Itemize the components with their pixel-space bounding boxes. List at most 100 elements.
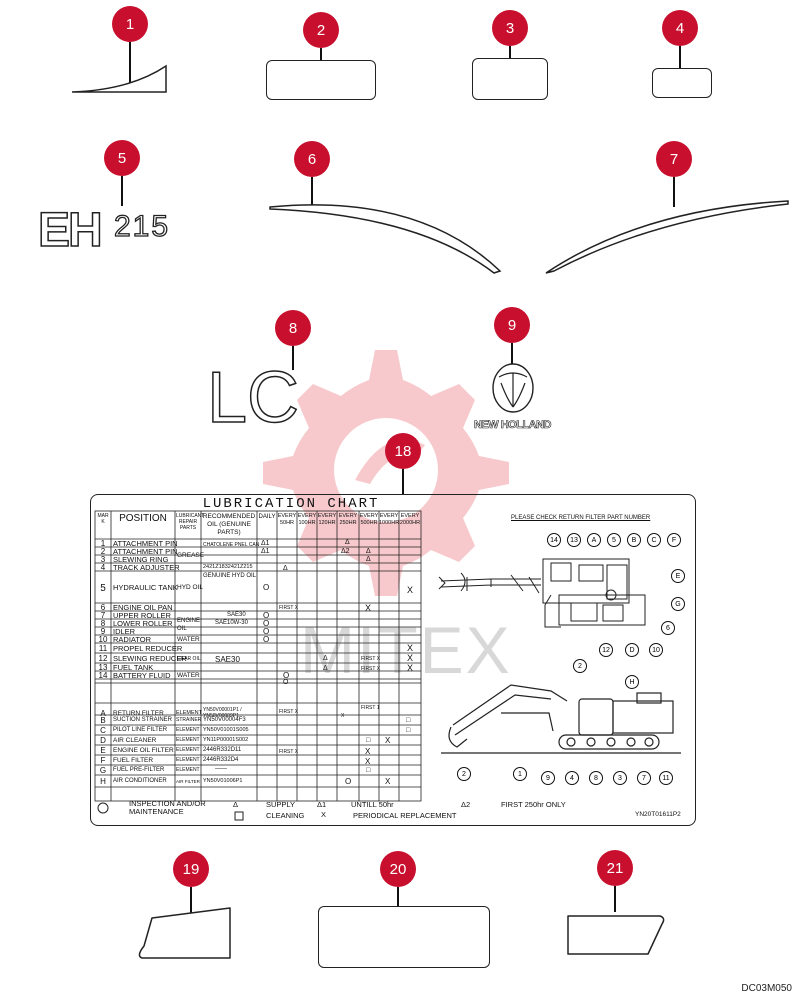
- decal-20-blank: [318, 906, 490, 968]
- row-position: BATTERY FLUID: [113, 671, 171, 680]
- leader-line: [190, 887, 192, 913]
- row-position: FUEL TANK: [113, 663, 154, 672]
- callout-18[interactable]: 18: [385, 433, 421, 469]
- filter-type: ELEMENT: [176, 710, 202, 716]
- filter-mark-1000-x: X: [385, 777, 391, 786]
- callout-1[interactable]: 1: [112, 6, 148, 42]
- callout-19[interactable]: 19: [173, 851, 209, 887]
- col-every-1000: EVERY 1000HR: [379, 513, 400, 526]
- filter-type: ELEMENT: [176, 757, 200, 763]
- filter-mark-50-first: FIRST X: [279, 709, 299, 715]
- legend-supply-icon: Δ: [233, 800, 239, 809]
- legend-square-icon: [234, 811, 244, 821]
- oil-grease-part: 2421Z1832421Z215: [203, 564, 253, 570]
- excavator-side-view: [441, 684, 681, 754]
- callout-20[interactable]: 20: [380, 851, 416, 887]
- filter-mark-250-x: X: [341, 713, 345, 719]
- filter-mark-50-first: FIRST X: [279, 749, 299, 755]
- filter-position: PILOT LINE FILTER: [113, 727, 168, 733]
- callout-21[interactable]: 21: [597, 850, 633, 886]
- row-position: SLEWING REDUCER: [113, 654, 187, 663]
- legend-first250: FIRST 250hr ONLY: [501, 800, 566, 809]
- callout-8[interactable]: 8: [275, 310, 311, 346]
- lc-text: LC: [207, 358, 299, 438]
- callout-7[interactable]: 7: [656, 141, 692, 177]
- callout-6[interactable]: 6: [294, 141, 330, 177]
- filter-position: FUEL PRE-FILTER: [113, 767, 165, 773]
- filter-type: ELEMENT: [176, 767, 200, 773]
- row-mark: 4: [100, 563, 106, 572]
- filter-part: 2446R332D11: [203, 747, 242, 753]
- oil-sae10w30: SAE10W-30: [215, 620, 248, 626]
- diag-label-14: 14: [547, 533, 561, 547]
- filter-type: ELEMENT: [176, 737, 200, 743]
- row-mark: 7: [100, 611, 106, 620]
- filter-position: ENGINE OIL FILTER: [113, 747, 174, 754]
- row-mark: 2: [100, 547, 106, 556]
- legend-until50: UNTILL 50hr: [351, 800, 394, 809]
- legend-supply: SUPPLY: [266, 800, 296, 809]
- callout-number: 4: [675, 19, 685, 37]
- filter-part: YN11P00001S002: [203, 737, 249, 743]
- diag-label-B: B: [627, 533, 641, 547]
- legend-d1: Δ1: [317, 800, 327, 809]
- decal-21-wedge: [567, 915, 665, 955]
- callout-number: 21: [606, 859, 624, 877]
- mark-120-tri: Δ: [323, 665, 328, 672]
- callout-2[interactable]: 2: [303, 12, 339, 48]
- row-mark: 10: [98, 635, 108, 644]
- filter-part: YN50V00004F3: [203, 717, 246, 723]
- filter-part: YN50V01006P1: [203, 778, 243, 784]
- leader-line: [509, 46, 511, 58]
- lubricant-water: WATER: [177, 636, 200, 643]
- lubricant-water-battery: WATER: [177, 672, 200, 679]
- callout-3[interactable]: 3: [492, 10, 528, 46]
- chart-grid: [94, 510, 422, 802]
- callout-5[interactable]: 5: [104, 140, 140, 176]
- lubricant-grease: GREASE: [177, 552, 205, 559]
- mark-500-tri: Δ: [366, 556, 371, 563]
- part-code: YN20T01611P2: [635, 811, 681, 818]
- watermark-text: MITEX: [300, 613, 512, 687]
- row-position: HYDRAULIC TANK: [113, 583, 178, 592]
- new-holland-leaf-icon: [492, 363, 534, 413]
- lubricant-engine-oil: ENGINE OIL: [177, 618, 201, 632]
- leader-line: [121, 176, 123, 206]
- row-mark: 11: [98, 644, 108, 653]
- diag-label-9: 9: [541, 771, 555, 785]
- callout-4[interactable]: 4: [662, 10, 698, 46]
- filter-mark: E: [100, 746, 106, 755]
- diag-label-2b: 2: [457, 767, 471, 781]
- mark-50-o: O: [283, 679, 289, 686]
- filter-mark: B: [100, 716, 106, 725]
- diag-label-13: 13: [567, 533, 581, 547]
- row-mark: 8: [100, 619, 106, 628]
- leader-line: [614, 886, 616, 912]
- filter-part: YN50V01001S005: [203, 727, 249, 733]
- legend-inspection: INSPECTION AND/OR MAINTENANCE: [129, 799, 206, 816]
- diag-label-2: 2: [573, 659, 587, 673]
- row-mark: 6: [100, 603, 106, 612]
- mark-50-first: FIRST X: [279, 605, 299, 611]
- row-mark: 3: [100, 555, 106, 564]
- legend-x: X: [321, 810, 327, 819]
- leader-line: [292, 346, 294, 370]
- legend-cleaning: CLEANING: [266, 811, 305, 820]
- decal-3-blank: [472, 58, 548, 100]
- decal-5-model-badge: EH 215: [37, 203, 168, 258]
- diag-label-E: E: [671, 569, 685, 583]
- filter-note: PLEASE CHECK RETURN FILTER PART NUMBER: [511, 515, 651, 521]
- callout-9[interactable]: 9: [494, 307, 530, 343]
- mark-daily-tri1: Δ1: [261, 540, 270, 547]
- leader-line: [320, 48, 322, 60]
- mark-2000-x: X: [407, 663, 414, 673]
- mark-250-tri: Δ: [345, 539, 350, 546]
- callout-number: 18: [394, 442, 412, 460]
- oil-hyd: GENUINE HYD OIL: [203, 573, 257, 579]
- filter-mark: C: [100, 726, 106, 735]
- callout-number: 6: [307, 150, 317, 168]
- diag-label-12: 12: [599, 643, 613, 657]
- decal-1-wedge: [71, 64, 167, 93]
- filter-type: ELEMENT: [176, 747, 200, 753]
- callout-number: 9: [507, 316, 517, 334]
